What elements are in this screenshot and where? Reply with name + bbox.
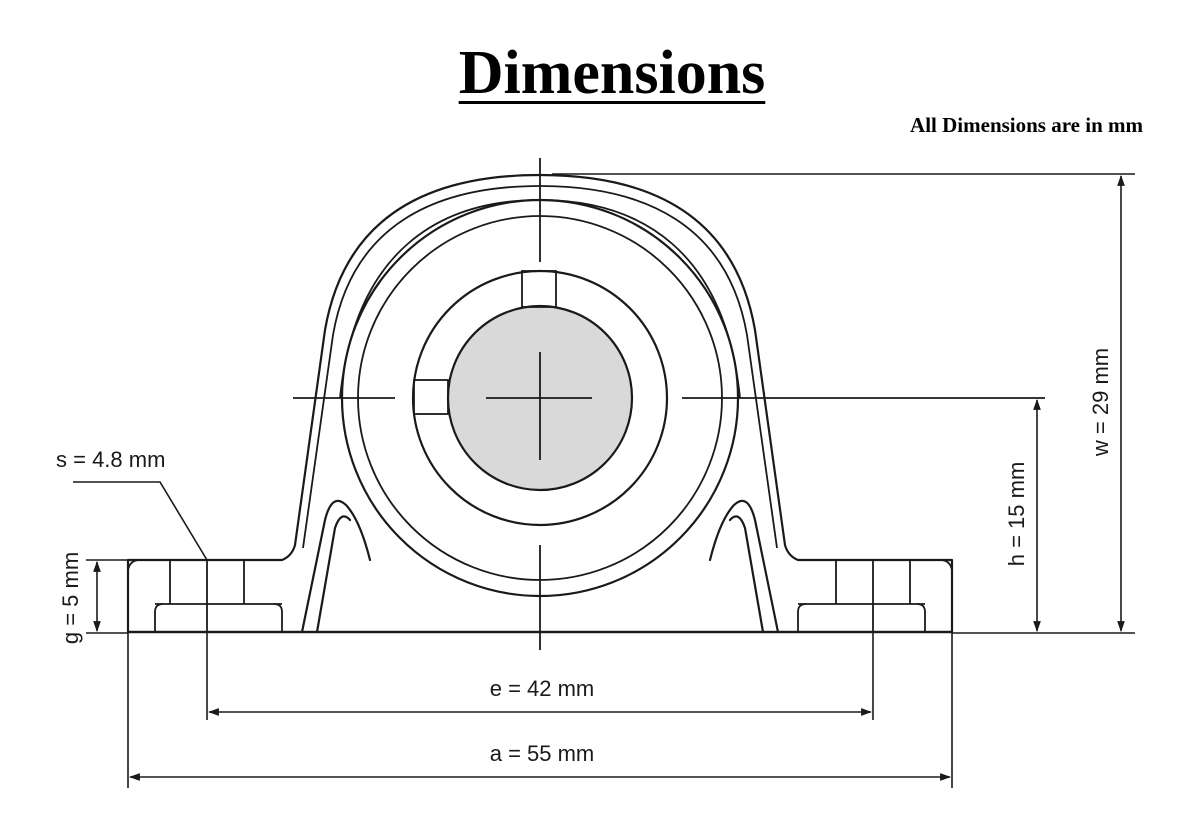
dimension-a: a = 55 mm [127, 632, 953, 788]
dimension-w-label: w = 29 mm [1088, 348, 1113, 457]
dimension-e-label: e = 42 mm [490, 676, 595, 701]
page-title: Dimensions [458, 39, 766, 107]
dimension-e: e = 42 mm [206, 632, 874, 720]
dimension-w: w = 29 mm [552, 173, 1135, 634]
center-lines [293, 158, 1045, 650]
dimension-s-label: s = 4.8 mm [56, 447, 165, 472]
dimension-a-label: a = 55 mm [490, 741, 595, 766]
units-note: All Dimensions are in mm [910, 113, 1143, 137]
dimension-g-label: g = 5 mm [58, 552, 83, 644]
dimension-h-label: h = 15 mm [1004, 462, 1029, 567]
dimension-h: h = 15 mm [1004, 398, 1041, 633]
right-foot-slots [127, 559, 953, 632]
left-foot-slots [154, 560, 283, 632]
dimension-s: s = 4.8 mm [56, 447, 208, 561]
dimension-g: g = 5 mm [58, 552, 128, 644]
